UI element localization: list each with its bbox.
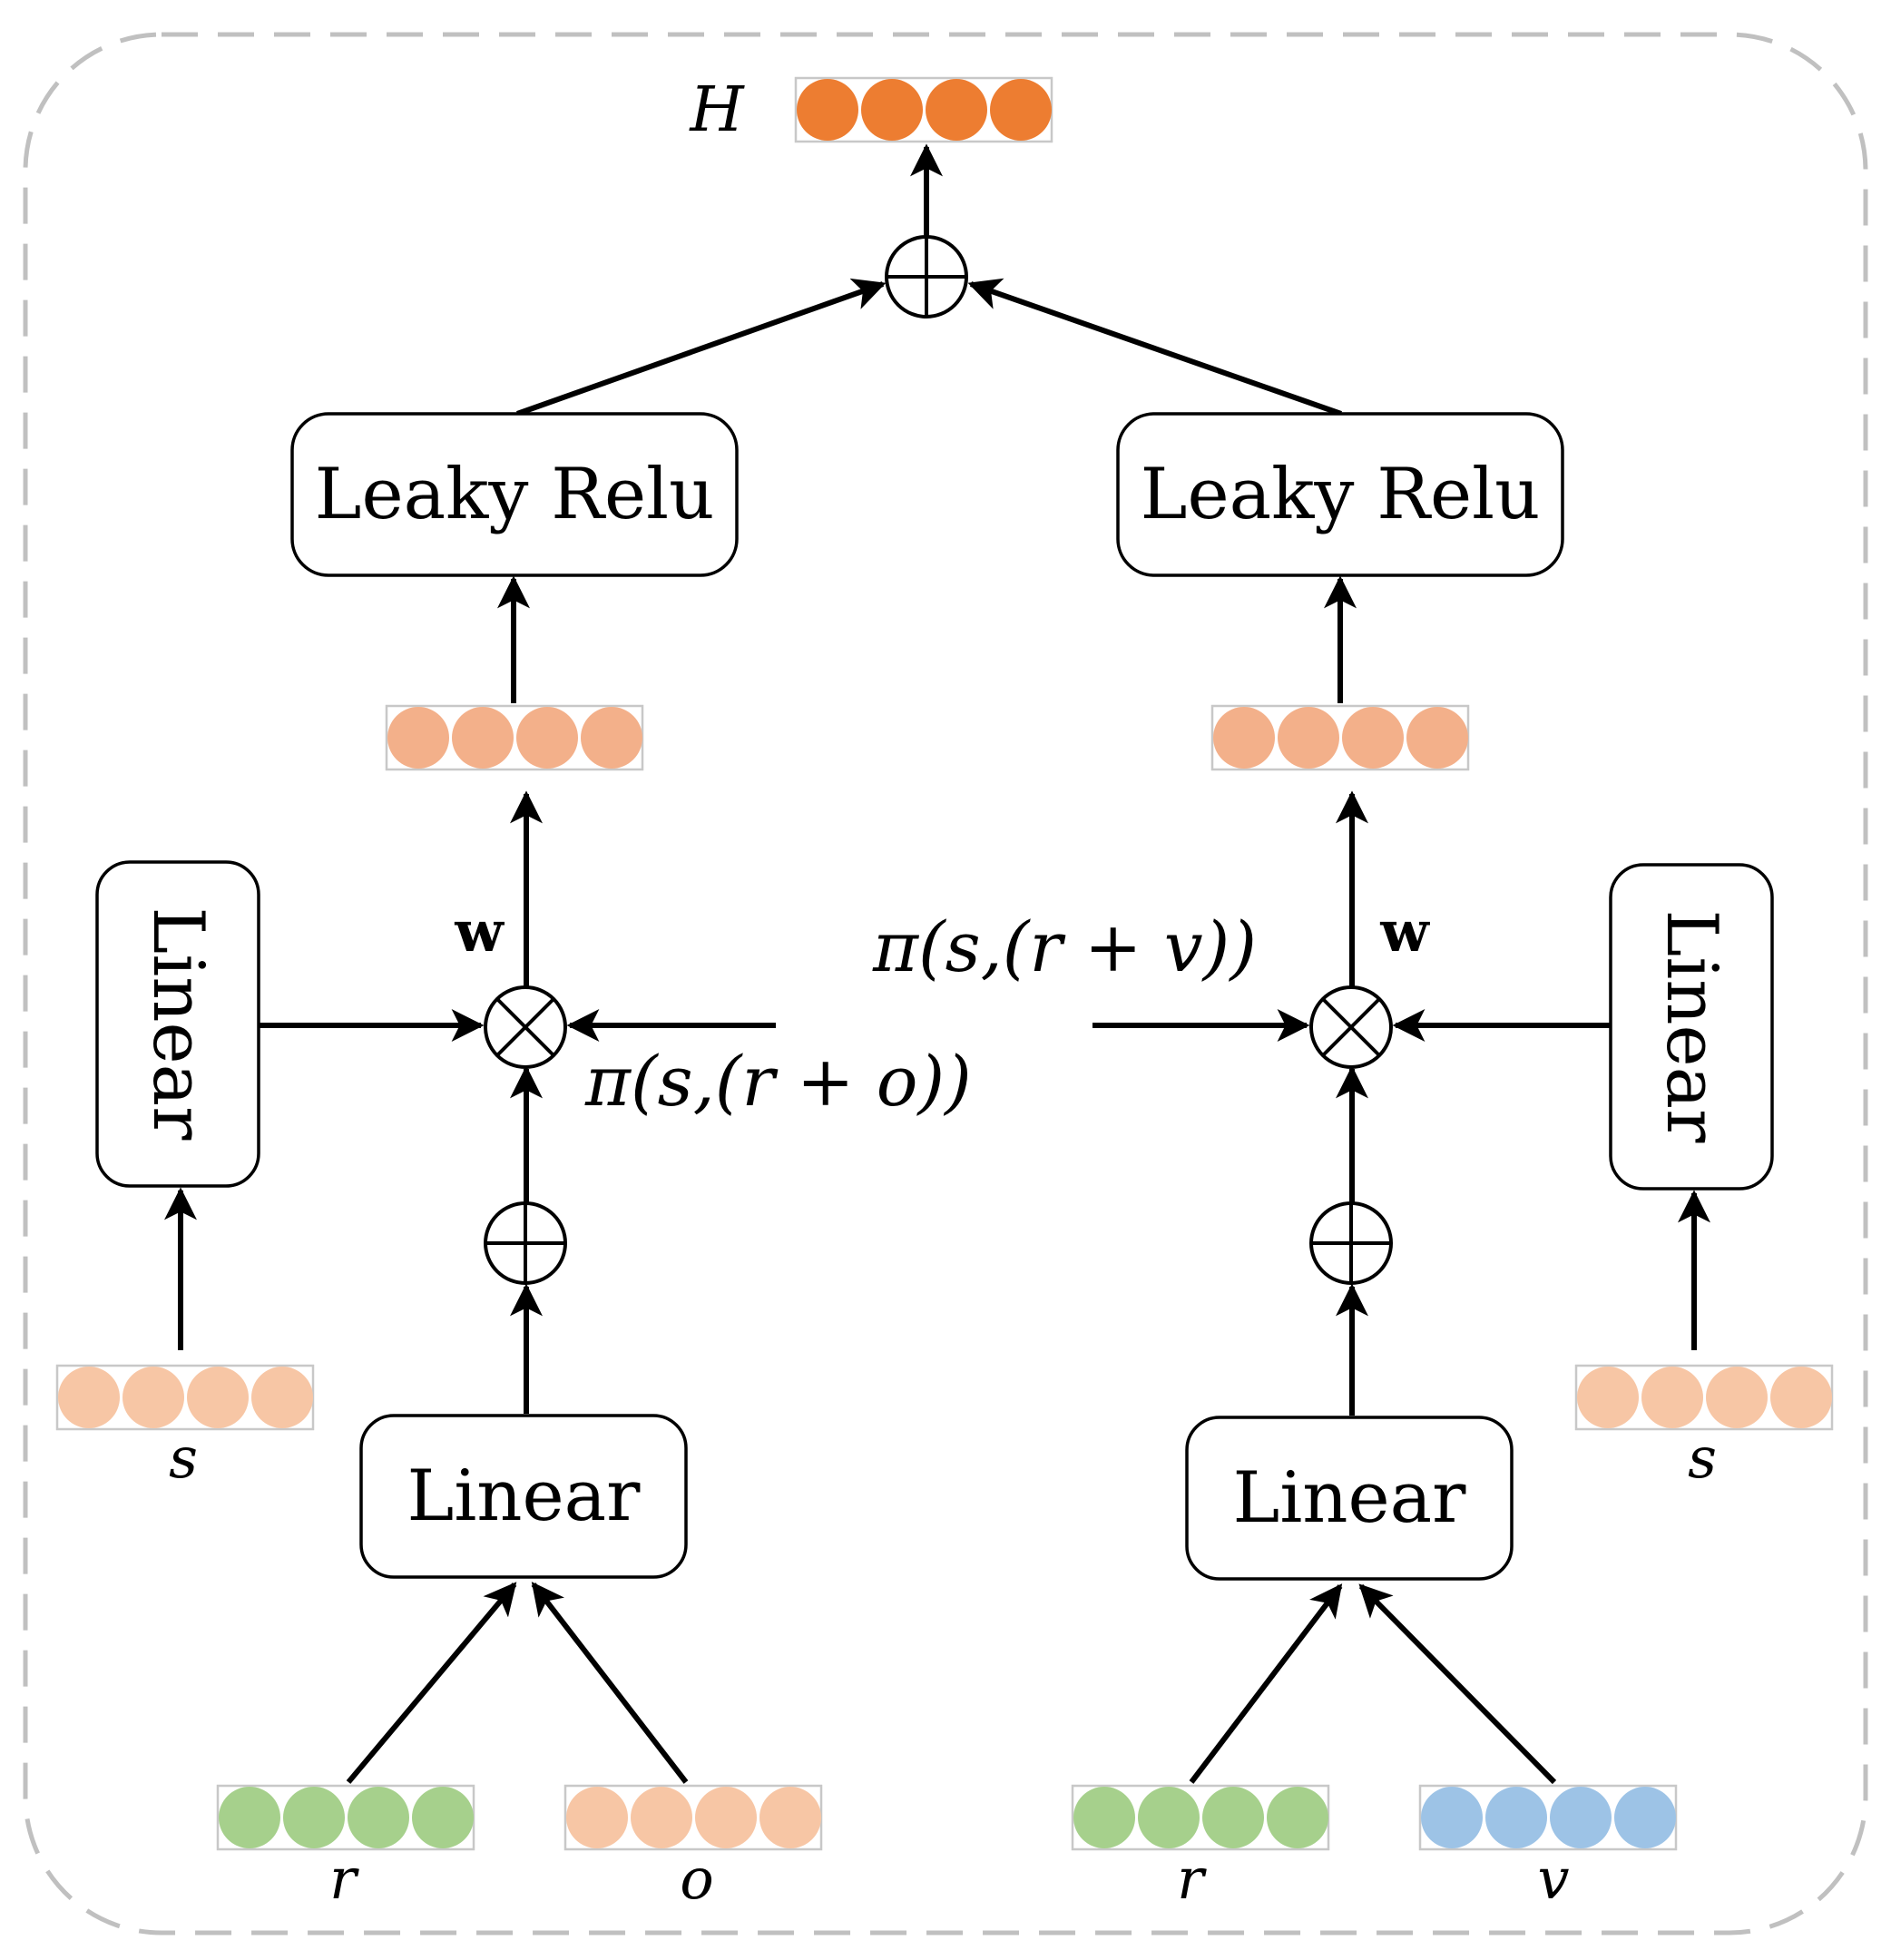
vector-element [797,79,858,141]
circle-plus-icon [1309,1201,1393,1285]
left-hidden-vector [385,704,644,771]
edge-right-r-to-linear [1189,1583,1343,1784]
vector-element [1577,1367,1639,1428]
circle-plus-icon [484,1201,567,1285]
vector-element [1641,1367,1703,1428]
circle-times-icon [1309,985,1393,1069]
output-vector [794,76,1053,143]
edge-right-relu-to-sum [967,278,1342,416]
vector-element [1278,707,1339,769]
vector-element [452,707,514,769]
vector-element [566,1787,628,1848]
edges [164,143,1710,1785]
vector-element [58,1367,120,1428]
vector-element [1770,1367,1832,1428]
vector-element [1267,1787,1328,1848]
left-pi-formula: π(s,(r + o)) [584,1041,972,1122]
vector-element [251,1367,313,1428]
dashed-frame [23,32,1868,1936]
left-leaky-relu-label: Leaky Relu [315,454,715,535]
right-hidden-vector [1210,704,1470,771]
vector-element [1421,1787,1483,1848]
output-label: H [688,74,745,146]
left-r-label: r [329,1846,359,1912]
left-w-label: w [454,898,505,965]
vector-element [187,1367,249,1428]
left-o-label: o [680,1846,713,1912]
right-v-label: v [1537,1846,1569,1912]
vector-element [1138,1787,1200,1848]
vector-element [1073,1787,1135,1848]
edge-left-o-to-linear [531,1582,689,1784]
vector-element [926,79,987,141]
left-o-vector [563,1784,823,1851]
vector-element [219,1787,280,1848]
right-linear-rv-box: Linear [1185,1416,1514,1581]
left-linear-ro-label: Linear [407,1455,642,1537]
left-linear-s-box: Linear [95,860,260,1188]
left-s-vector [55,1364,315,1431]
edge-left-relu-to-sum [515,278,887,416]
vector-element [387,707,449,769]
vector-element [1202,1787,1264,1848]
vector-element [581,707,642,769]
left-r-vector [216,1784,475,1851]
right-w-label: w [1379,898,1430,965]
left-linear-ro-box: Linear [359,1414,688,1579]
left-linear-s-label: Linear [137,907,219,1142]
vector-element [695,1787,757,1848]
vector-element [412,1787,474,1848]
vector-element [283,1787,345,1848]
vector-element [1614,1787,1676,1848]
vector-element [990,79,1052,141]
vector-element [516,707,578,769]
circle-plus-icon [885,235,968,318]
right-s-label: s [1688,1425,1717,1491]
right-linear-rv-label: Linear [1233,1457,1467,1539]
right-leaky-relu-box: Leaky Relu [1116,412,1564,577]
vector-element [759,1787,821,1848]
right-leaky-relu-label: Leaky Relu [1141,454,1541,535]
vector-element [861,79,923,141]
vector-element [348,1787,409,1848]
right-v-vector [1418,1784,1678,1851]
right-s-vector [1574,1364,1834,1431]
right-linear-s-label: Linear [1651,910,1732,1144]
right-r-label: r [1177,1846,1207,1912]
vector-element [1342,707,1404,769]
vector-element [631,1787,692,1848]
vector-element [1706,1367,1768,1428]
vector-element [1213,707,1275,769]
vector-element [122,1367,184,1428]
vector-element [1485,1787,1547,1848]
edge-left-r-to-linear [346,1582,517,1784]
right-linear-s-box: Linear [1609,863,1774,1191]
vector-element [1406,707,1468,769]
edge-right-v-to-linear [1358,1583,1557,1785]
vector-element [1550,1787,1612,1848]
left-leaky-relu-box: Leaky Relu [290,412,739,577]
left-s-label: s [169,1425,198,1491]
right-r-vector [1071,1784,1330,1851]
right-pi-formula: π(s,(r + v)) [872,906,1257,987]
circle-times-icon [484,985,567,1069]
